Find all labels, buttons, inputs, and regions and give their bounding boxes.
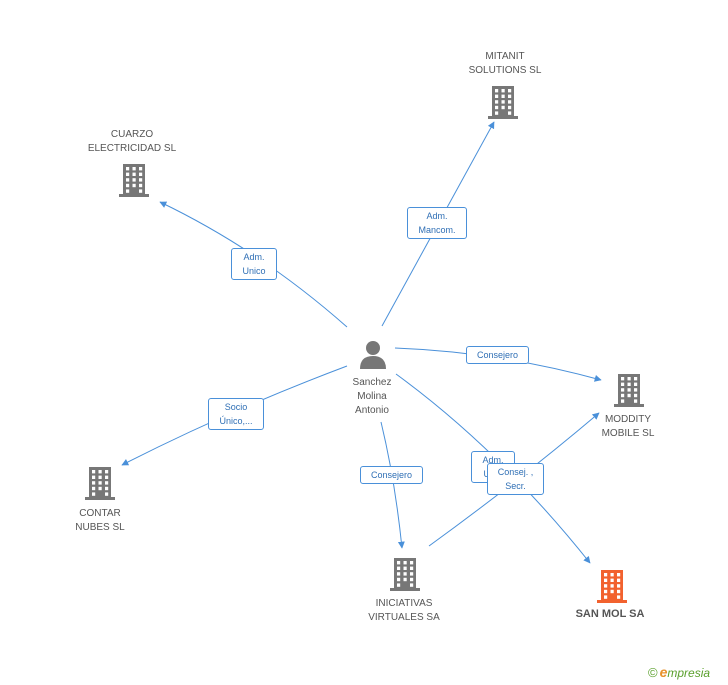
relation-label-iniciativas: Consejero [360,466,423,484]
building-icon-iniciativas[interactable] [390,558,420,591]
company-name-cuarzo[interactable]: CUARZO ELECTRICIDAD SL [87,129,177,154]
relation-label-cuarzo: Adm. Unico [231,248,277,280]
company-name-iniciativas[interactable]: INICIATIVAS VIRTUALES SA [368,598,440,623]
relation-label-moddity: Consejero [466,346,529,364]
company-name-sanmol[interactable]: SAN MOL SA [575,608,645,620]
copyright-symbol: © [648,665,658,680]
building-icon-mitanit[interactable] [488,86,518,119]
edge-iniciativas [380,421,405,549]
company-name-mitanit[interactable]: MITANIT SOLUTIONS SL [468,51,542,76]
company-name-moddity[interactable]: MODDITY MOBILE SL [601,414,655,439]
person-icon[interactable] [360,341,386,369]
person-name[interactable]: Sanchez Molina Antonio [352,377,392,416]
building-icon-sanmol[interactable] [597,570,627,603]
relation-label-contar: Socio Único,... [208,398,264,430]
brand-name: mpresia [667,666,711,680]
company-name-contar[interactable]: CONTAR NUBES SL [75,508,125,533]
building-icon-moddity[interactable] [614,374,644,407]
building-icon-cuarzo[interactable] [119,164,149,197]
relation-label-mitanit: Adm. Mancom. [407,207,467,239]
relation-label-sanmol-cons: Consej. , Secr. [487,463,544,495]
brand-initial: e [659,664,668,680]
building-icon-contar[interactable] [85,467,115,500]
empresia-logo[interactable]: ©empresia [648,664,710,680]
